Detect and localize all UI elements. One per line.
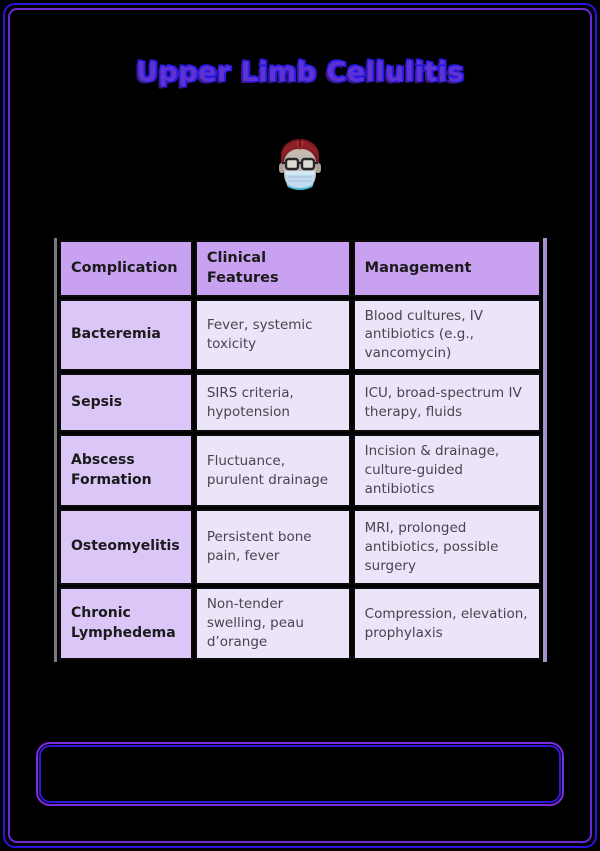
cell-management: Compression, elevation, prophylaxis (352, 587, 541, 660)
cell-management: Incision & drainage, culture-guided anti… (352, 434, 541, 508)
page-title: Upper Limb Cellulitis (135, 57, 465, 88)
cell-management: Blood cultures, IV antibiotics (e.g., va… (352, 298, 541, 372)
cell-management: ICU, broad-spectrum IV therapy, fluids (352, 373, 541, 433)
empty-answer-box-inner-border (39, 745, 561, 803)
table-row: Sepsis SIRS criteria, hypotension ICU, b… (59, 373, 541, 433)
cell-management: MRI, prolonged antibiotics, possible sur… (352, 509, 541, 586)
cell-clinical-features: Fluctuance, purulent drainage (194, 434, 351, 508)
table-row: Osteomyelitis Persistent bone pain, feve… (59, 509, 541, 586)
table-row: Abscess Formation Fluctuance, purulent d… (59, 434, 541, 508)
column-header-management: Management (352, 240, 541, 297)
column-header-complication: Complication (59, 240, 193, 297)
cell-clinical-features: Persistent bone pain, fever (194, 509, 351, 586)
cell-clinical-features: SIRS criteria, hypotension (194, 373, 351, 433)
empty-answer-box (36, 742, 564, 806)
cell-clinical-features: Fever, systemic toxicity (194, 298, 351, 372)
table-header-row: Complication Clinical Features Managemen… (59, 240, 541, 297)
cell-complication: Osteomyelitis (59, 509, 193, 586)
table-row: Bacteremia Fever, systemic toxicity Bloo… (59, 298, 541, 372)
table-row: Chronic Lymphedema Non-tender swelling, … (59, 587, 541, 660)
complications-table: Complication Clinical Features Managemen… (57, 238, 543, 662)
cell-complication: Sepsis (59, 373, 193, 433)
cell-complication: Chronic Lymphedema (59, 587, 193, 660)
cell-clinical-features: Non-tender swelling, peau d’orange (194, 587, 351, 660)
cell-complication: Bacteremia (59, 298, 193, 372)
cell-complication: Abscess Formation (59, 434, 193, 508)
masked-person-avatar-icon (276, 137, 324, 191)
column-header-clinical-features: Clinical Features (194, 240, 351, 297)
